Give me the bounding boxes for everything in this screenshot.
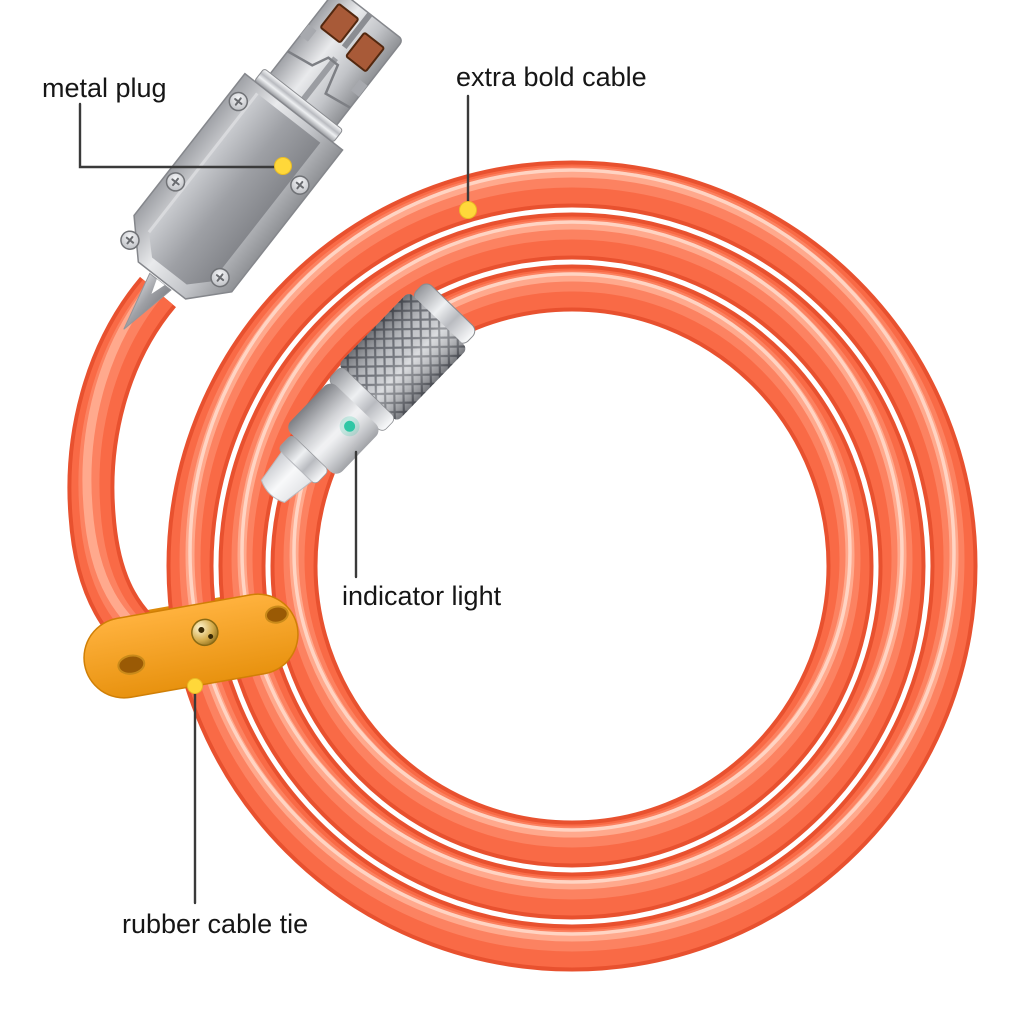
lightning-tip [260,451,313,503]
tie-hole-right [264,605,289,624]
leader-line-metal-plug [78,102,280,169]
usb-contact-right [345,32,385,72]
marker-dot-extra-bold-cable [459,201,477,219]
tie-hole-left [117,654,146,675]
coil-loop-middle [218,212,926,920]
usb-metal-plug [120,0,402,330]
tie-stud [191,618,219,647]
screw [228,91,249,112]
coil-loop-inner [270,264,874,868]
screw [120,230,140,250]
marker-dot-metal-plug [274,157,292,175]
screw [290,175,310,195]
label-rubber-cable-tie: rubber cable tie [122,909,308,939]
cable-tie [83,593,299,699]
screw [210,267,230,288]
label-indicator-light: indicator light [342,581,502,611]
screw [165,172,186,192]
label-extra-bold-cable: extra bold cable [456,62,647,92]
cable-coil [166,160,978,972]
label-metal-plug: metal plug [42,73,167,103]
usb-contact-left [320,3,359,43]
coil-loop-outer [166,160,978,972]
indicator-light-led [344,420,356,432]
marker-dot-rubber-cable-tie [187,678,203,694]
